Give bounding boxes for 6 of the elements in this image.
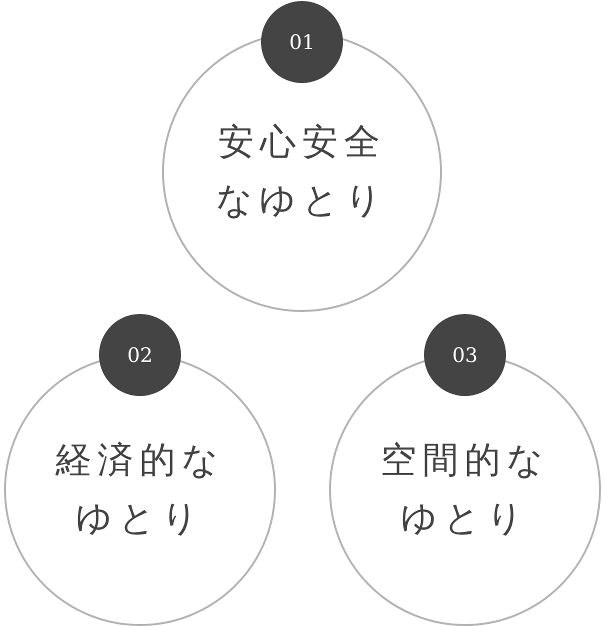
circle-title: 空間的なゆとり: [380, 439, 550, 541]
circle-title: 経済的なゆとり: [54, 439, 226, 541]
number-badge: 02: [99, 314, 181, 396]
circle-title: 安心安全なゆとり: [215, 121, 389, 223]
number-badge: 01: [261, 1, 343, 83]
number-badge: 03: [424, 314, 506, 396]
